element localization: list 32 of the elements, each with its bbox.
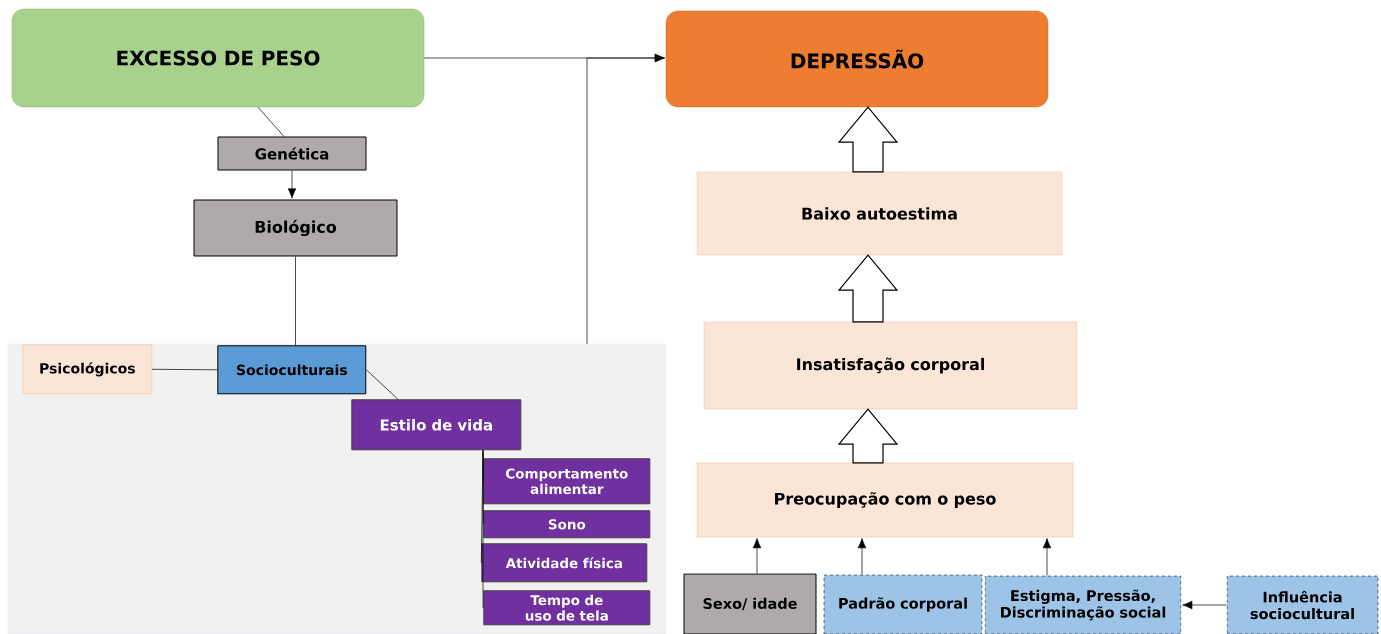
- process-box: Estilo de vida: [351, 399, 522, 451]
- block-arrow: [837, 254, 899, 323]
- arrow: [1042, 538, 1052, 577]
- process-box: Comportamento alimentar: [483, 458, 651, 505]
- process-box: Sono: [483, 510, 651, 539]
- arrow: [752, 538, 762, 574]
- connector-line: [482, 449, 484, 609]
- process-box: Sexo/ idade: [683, 573, 817, 634]
- process-box: Tempo de uso de tela: [483, 590, 651, 626]
- rounded-box: EXCESSO DE PESO: [11, 8, 425, 108]
- process-box: Psicológicos: [22, 344, 152, 394]
- block-arrow: [837, 408, 899, 464]
- process-box: Genética: [217, 136, 367, 171]
- arrow: [857, 538, 867, 576]
- rounded-box: DEPRESSÃO: [665, 10, 1049, 108]
- process-box: Insatisfação corporal: [703, 321, 1078, 410]
- arrow: [586, 53, 665, 345]
- connector-line: [295, 256, 296, 346]
- process-box: Socioculturais: [217, 345, 367, 395]
- process-box: Preocupação com o peso: [696, 462, 1074, 538]
- arrow: [287, 170, 297, 199]
- connector-line: [365, 369, 399, 400]
- process-box: Atividade física: [481, 543, 648, 583]
- process-box: Baixo autoestima: [696, 171, 1063, 256]
- connector-line: [151, 368, 218, 371]
- dashed-box: Padrão corporal: [823, 574, 983, 634]
- process-box: Biológico: [193, 199, 398, 257]
- dashed-box: Influência sociocultural: [1226, 575, 1379, 634]
- block-arrow: [837, 106, 899, 173]
- connector-line: [257, 106, 285, 137]
- dashed-box: Estigma, Pressão, Discriminação social: [984, 575, 1182, 634]
- arrow: [1182, 600, 1228, 610]
